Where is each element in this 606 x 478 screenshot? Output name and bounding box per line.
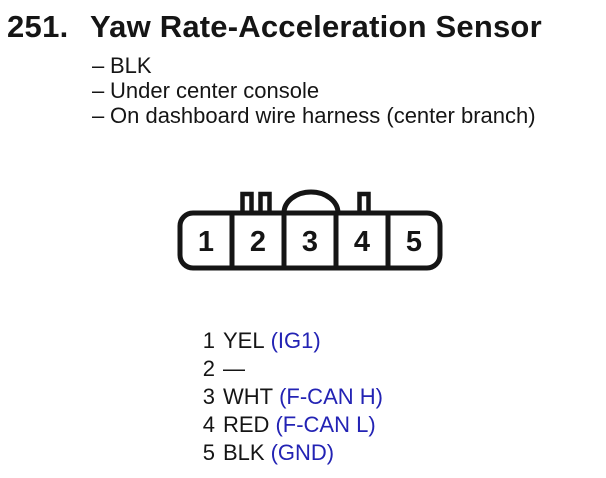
pinout-row: 4 RED(F-CAN L) xyxy=(196,411,383,439)
note-dash: – xyxy=(92,78,105,103)
pinout-row: 3 WHT(F-CAN H) xyxy=(196,383,383,411)
pinout-row: 5 BLK(GND) xyxy=(196,439,383,467)
pin-number-label: 1 xyxy=(198,226,214,258)
connector-bump xyxy=(281,189,341,214)
section-number: 251. xyxy=(7,9,69,44)
note-text: On dashboard wire harness (center branch… xyxy=(110,103,536,128)
wire-color: BLK xyxy=(223,440,265,465)
note-text: BLK xyxy=(110,53,152,78)
connector-diagram: 1 2 3 4 5 xyxy=(177,189,443,271)
signal-name: (F-CAN H) xyxy=(279,384,383,409)
note-dash: – xyxy=(92,103,105,128)
pin-number: 4 xyxy=(202,412,215,437)
pinout-row: 2— xyxy=(196,355,383,383)
pin-number-label: 4 xyxy=(354,226,370,258)
pin-number-label: 3 xyxy=(302,226,318,258)
wire-color: YEL xyxy=(223,328,265,353)
pin-number: 1 xyxy=(202,328,215,353)
pin-number: 5 xyxy=(202,440,215,465)
page-title: Yaw Rate-Acceleration Sensor xyxy=(90,9,542,44)
wire-color: — xyxy=(223,356,245,381)
signal-name: (GND) xyxy=(270,440,335,465)
pin-number-label: 5 xyxy=(406,226,422,258)
note-dash: – xyxy=(92,53,105,78)
pin-number-label: 2 xyxy=(250,226,266,258)
connector-body xyxy=(177,210,443,271)
signal-name: (F-CAN L) xyxy=(275,412,376,437)
note-item: –On dashboard wire harness (center branc… xyxy=(92,103,536,128)
pin-number: 3 xyxy=(202,384,215,409)
note-item: –BLK xyxy=(92,53,536,78)
wire-color: WHT xyxy=(223,384,274,409)
section-header: 251. Yaw Rate-Acceleration Sensor xyxy=(7,9,542,45)
notes-list: –BLK –Under center console –On dashboard… xyxy=(92,53,536,128)
wire-color: RED xyxy=(223,412,270,437)
signal-name: (IG1) xyxy=(270,328,321,353)
note-item: –Under center console xyxy=(92,78,536,103)
pin-number: 2 xyxy=(202,356,215,381)
note-text: Under center console xyxy=(110,78,320,103)
pinout-row: 1 YEL(IG1) xyxy=(196,327,383,355)
